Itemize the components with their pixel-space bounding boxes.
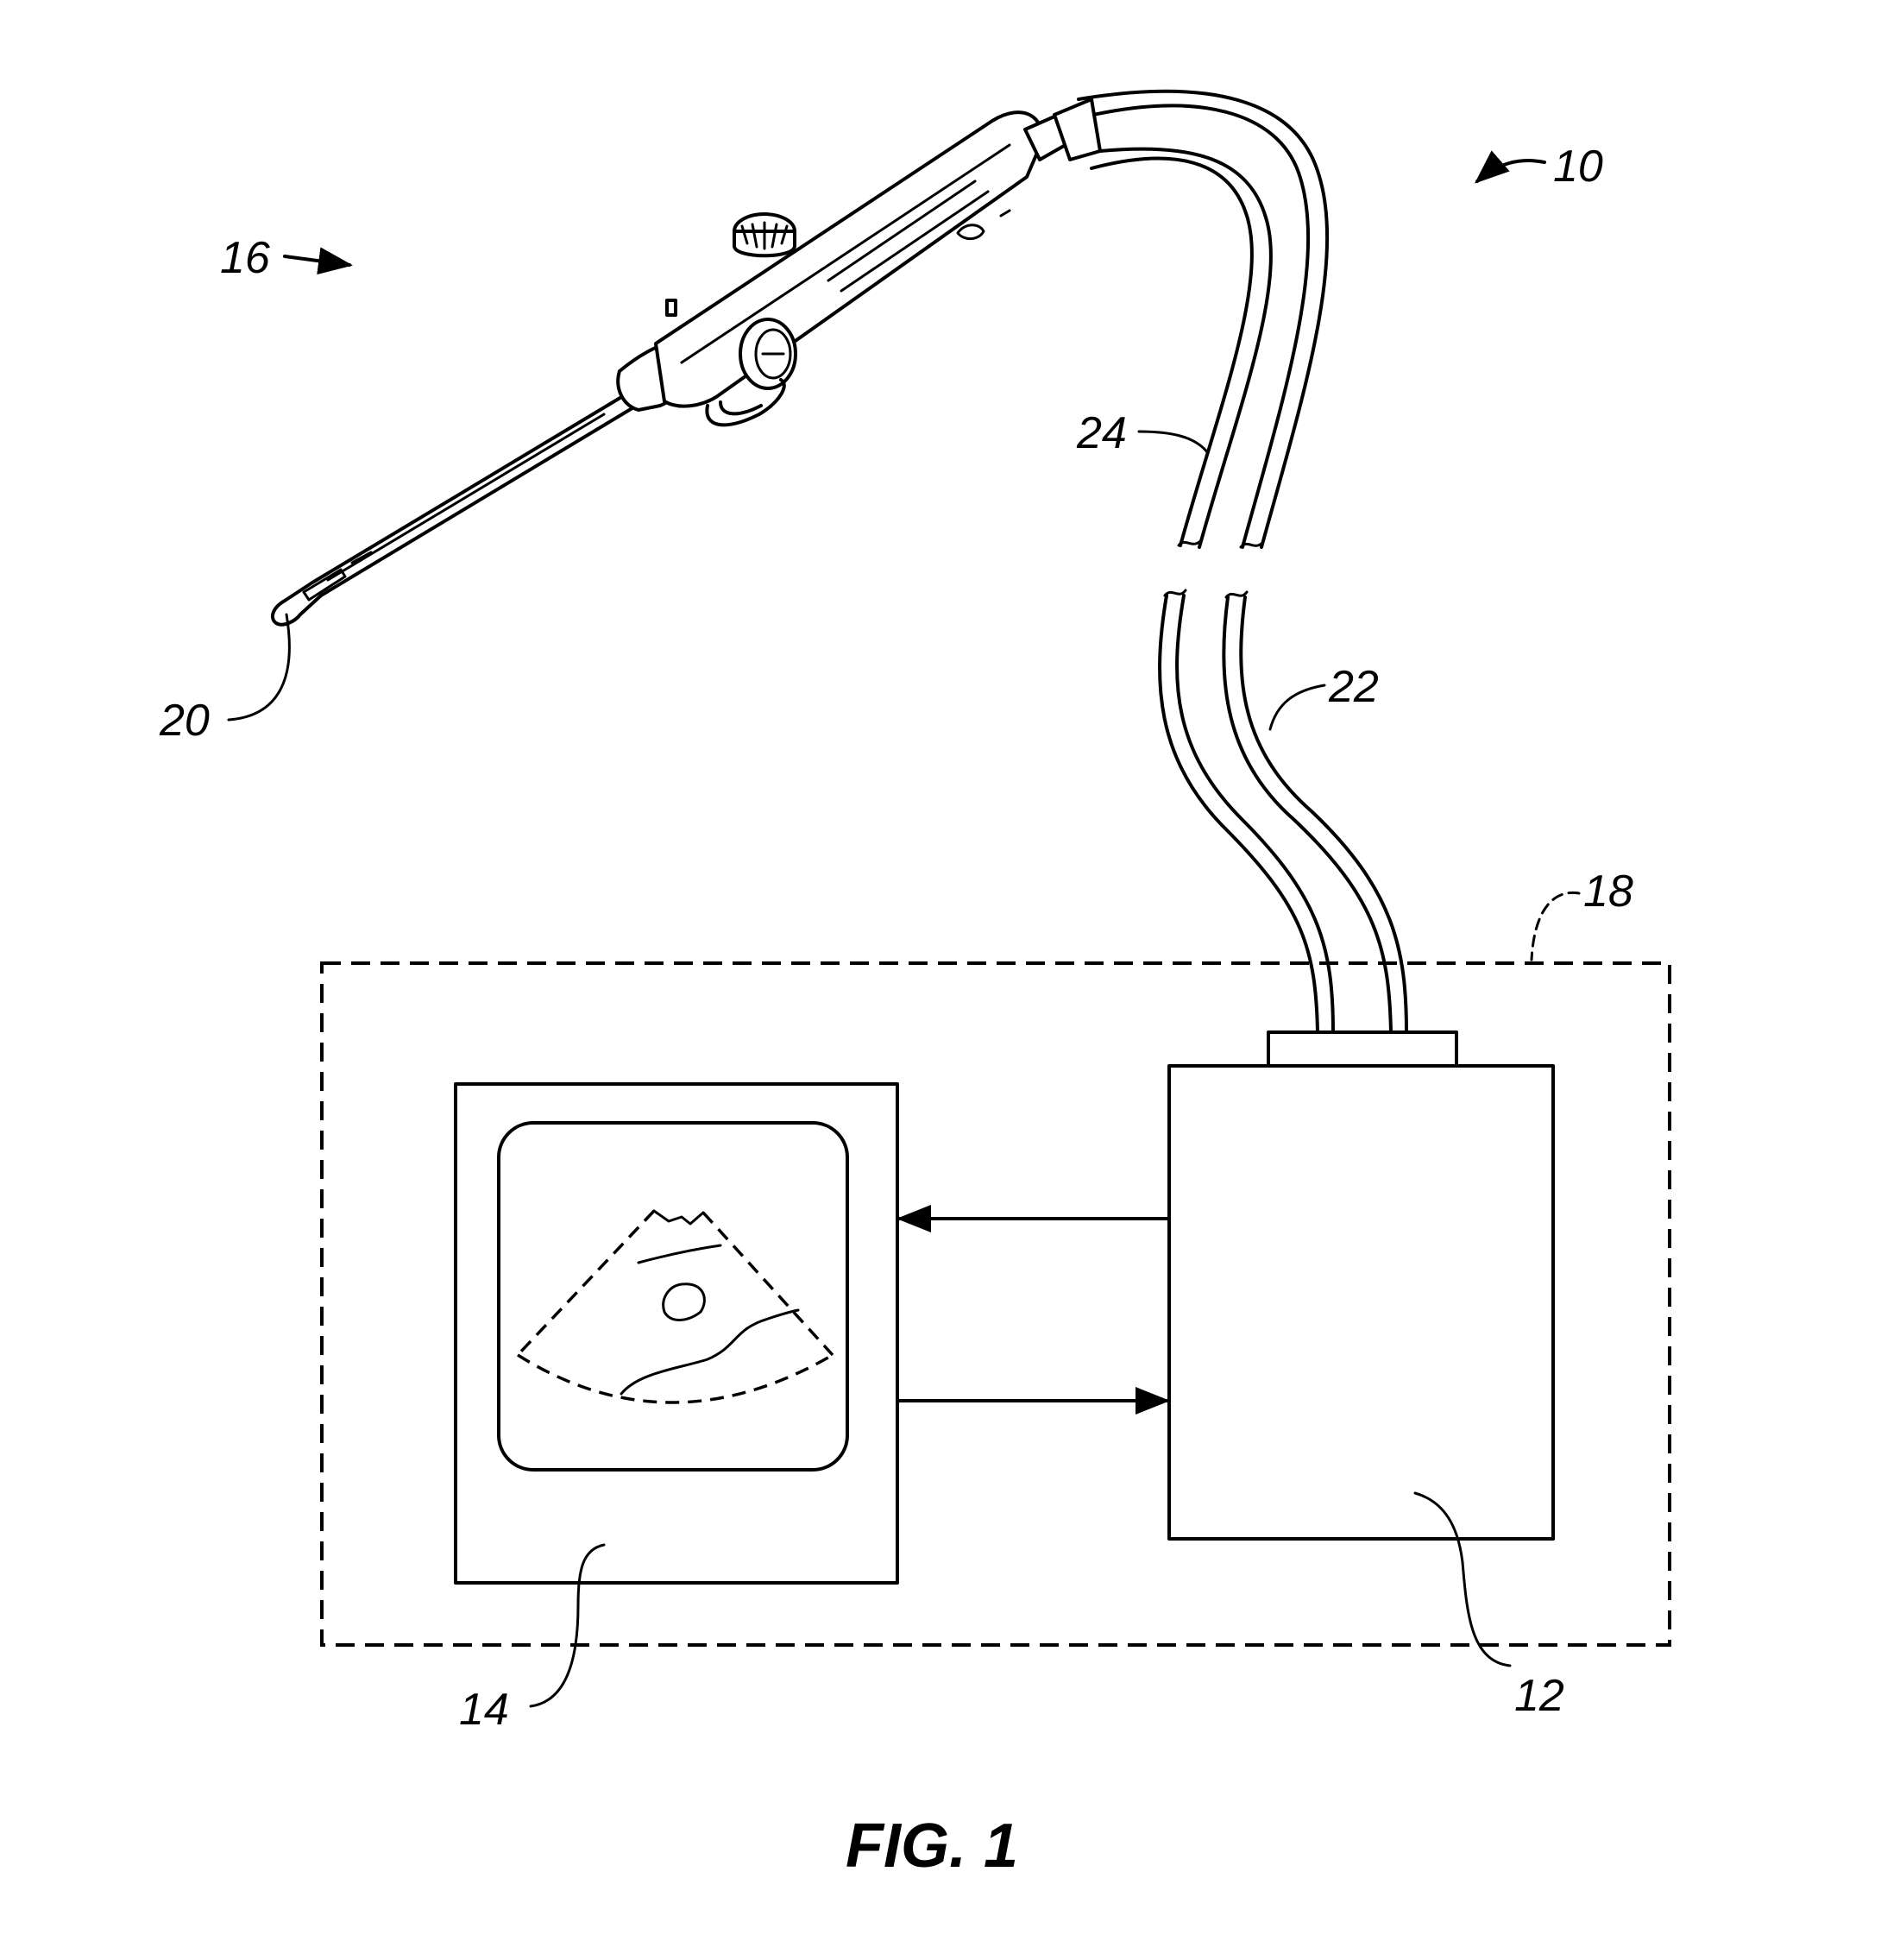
leader-16 <box>285 256 349 265</box>
leader-22 <box>1270 685 1324 729</box>
ref-label-14: 14 <box>459 1685 509 1735</box>
display-screen <box>499 1123 847 1470</box>
leader-24 <box>1139 432 1208 453</box>
leader-10 <box>1477 161 1544 181</box>
ref-label-18: 18 <box>1583 867 1633 917</box>
rotation-wheel <box>740 319 796 388</box>
ref-label-10: 10 <box>1553 142 1603 192</box>
leader-12 <box>1415 1493 1510 1666</box>
generator-connector <box>1268 1032 1456 1066</box>
display-monitor <box>456 1084 897 1583</box>
cable-24 <box>1079 91 1327 547</box>
cable-22 <box>1160 590 1406 1032</box>
leader-14 <box>531 1545 604 1706</box>
adjustment-knob <box>734 214 795 255</box>
generator-unit <box>1169 1032 1553 1539</box>
leader-18 <box>1532 892 1579 960</box>
ref-label-12: 12 <box>1514 1671 1564 1721</box>
ref-label-22: 22 <box>1328 662 1379 712</box>
ref-label-20: 20 <box>159 696 210 746</box>
ref-label-16: 16 <box>220 233 270 283</box>
figure-caption: FIG. 1 <box>846 1812 1018 1881</box>
ref-label-24: 24 <box>1076 408 1127 458</box>
surgical-device <box>273 99 1100 625</box>
ultrasound-image <box>518 1211 833 1402</box>
leader-20 <box>229 614 289 720</box>
